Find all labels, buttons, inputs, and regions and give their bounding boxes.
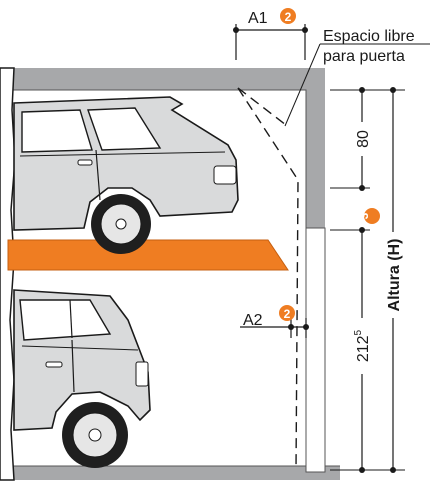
upper-car-belt-line	[19, 151, 226, 157]
height-label: Altura (H)	[386, 239, 403, 312]
dim-2125-superscript: 5	[353, 329, 364, 335]
door-clearance-label-line1: Espacio libre	[323, 28, 415, 45]
dim-2125-label: 2125	[353, 329, 372, 362]
height-marker-badge	[364, 208, 380, 224]
door-swing-line-inner	[237, 87, 287, 126]
lower-car-hub	[88, 428, 102, 442]
a1-label: A1	[248, 10, 268, 27]
door-swing-line-outer	[237, 87, 299, 471]
dim-height-text-mask	[382, 232, 404, 318]
a2-tick-left	[288, 324, 294, 330]
dim-2125-label-group: 2125	[353, 329, 372, 362]
lower-car-pillar	[69, 299, 73, 339]
lower-car-belt-line	[21, 345, 139, 351]
upper-car-window-rear	[21, 109, 93, 153]
ceiling-slab	[10, 68, 325, 228]
upper-car	[13, 96, 239, 254]
lower-car-door-line	[71, 339, 75, 393]
pit-wall	[305, 227, 326, 473]
dim-80-label: 80	[355, 130, 372, 148]
a2-marker-badge	[279, 305, 295, 321]
back-wall	[0, 67, 16, 481]
floor-slab	[10, 466, 340, 480]
upper-car-headlight	[213, 165, 237, 185]
dim-80-tick-bottom	[359, 185, 365, 191]
dim-height-tick-top	[390, 87, 396, 93]
dim-2125-tick-bottom	[359, 467, 365, 473]
lower-car-taillight	[135, 361, 149, 387]
lower-car-door-handle	[45, 361, 63, 368]
a1-tick-right	[302, 27, 308, 33]
door-clearance-leader	[284, 43, 321, 127]
a1-marker-badge	[280, 8, 296, 24]
dim-height-tick-bottom	[390, 467, 396, 473]
lower-car-window	[19, 299, 112, 341]
a1-tick-left	[233, 27, 239, 33]
a2-marker-number: 2	[284, 307, 291, 321]
lower-car	[13, 289, 151, 468]
lift-platform	[7, 239, 289, 271]
ceiling-edge-line	[10, 89, 307, 228]
upper-car-window-front	[87, 107, 162, 151]
upper-car-hub	[115, 218, 127, 230]
a2-label: A2	[243, 312, 263, 329]
upper-car-door-line	[95, 149, 101, 201]
dim-80-text-mask	[352, 122, 372, 156]
dim-80-tick-top	[359, 87, 365, 93]
upper-car-door-handle	[77, 159, 93, 166]
height-marker-number: 3	[357, 212, 371, 219]
a1-marker-number: 2	[285, 10, 292, 24]
door-clearance-label-line2: para puerta	[323, 48, 405, 65]
dim-2125-main: 212	[355, 335, 372, 362]
dim-2125-text-mask	[352, 318, 372, 374]
a2-tick-right	[303, 324, 309, 330]
dim-2125-tick-top	[359, 227, 365, 233]
